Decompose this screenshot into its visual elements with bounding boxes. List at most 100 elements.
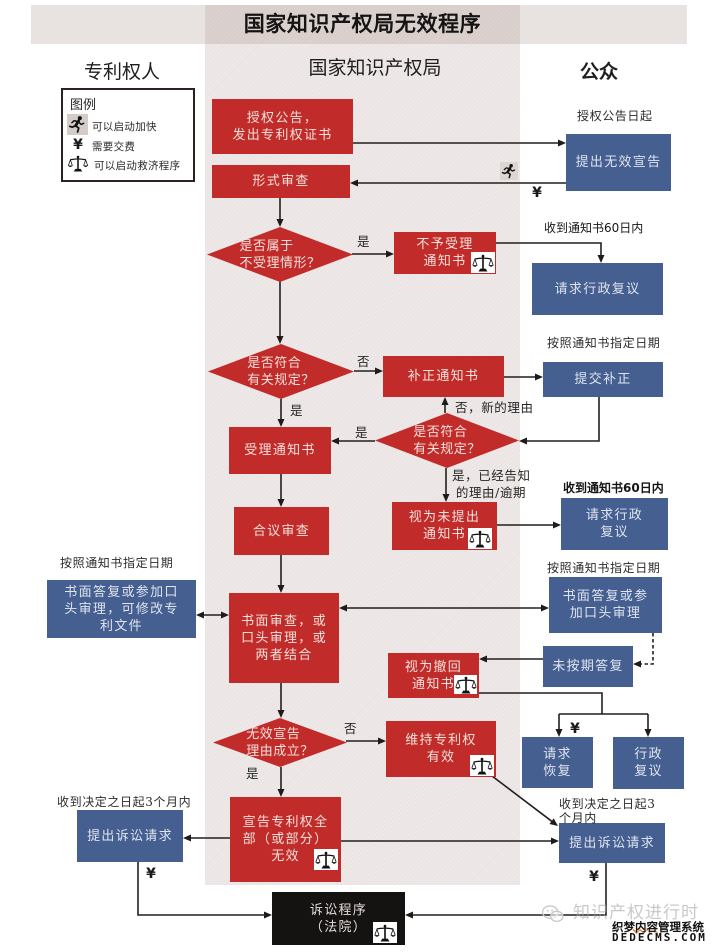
action-text-line: 加口头审理	[569, 606, 642, 621]
arrowhead	[196, 611, 204, 619]
time-limit-60-days-inadmissible: 收到通知书60日内	[544, 221, 644, 235]
action-text-line: 恢复	[543, 763, 572, 779]
connector-public-lawsuit-to-court	[405, 863, 607, 919]
watermark-flourish	[632, 928, 659, 935]
time-limit-patentee-lawsuit-deadline: 收到决定之日起3个月内	[57, 795, 192, 809]
action-text-line: 提出无效宣告	[575, 155, 662, 170]
scales-icon	[314, 849, 338, 870]
step-formal-examination: 形式审查	[212, 165, 350, 198]
connector-invalidation-request-to-formal-exam	[350, 179, 566, 187]
step-text-line: 视为未提出	[408, 510, 481, 525]
connector-no-timely-reply-to-deemed-withdrawn	[479, 655, 543, 663]
step-text-line: 通知书	[423, 254, 467, 269]
legend-label-remedy: 可以启动救济程序	[94, 160, 181, 172]
connector-deemed-not-filed-to-admin-review	[497, 521, 561, 529]
arrowhead	[405, 911, 413, 919]
connector-line-dashed	[636, 633, 654, 665]
time-limit-from-grant-date: 授权公告日起	[577, 109, 653, 123]
connector-grounds-check-to-maintain-valid	[346, 737, 386, 745]
arrowhead	[597, 255, 605, 263]
branch-label-recheck-yes-notified-or-late: 是，已经告知 的理由/逾期	[452, 467, 530, 501]
action-request-restoration: 请求 恢复	[522, 737, 593, 788]
connector-grounds-check-to-declare-invalid	[277, 767, 285, 797]
scales-icon	[373, 922, 397, 943]
arrowhead	[183, 834, 191, 842]
step-text-line: 有效	[426, 750, 456, 765]
arrowhead	[541, 604, 549, 612]
branch-label-grounds-no: 否	[344, 721, 358, 736]
branch-text-line: 的理由/逾期	[455, 485, 527, 500]
branch-label-requirements-yes: 是	[290, 403, 304, 418]
action-text-line: 提出诉讼请求	[87, 828, 173, 844]
step-deemed-not-filed-notice: 视为未提出 通知书	[392, 502, 497, 550]
decision-text: 是否属于 不受理情形？	[239, 238, 320, 272]
column-header-patentee: 专利权人	[83, 61, 160, 83]
step-text-line: 形式审查	[252, 174, 310, 189]
step-text-line: 补正通知书	[407, 369, 480, 384]
action-text-line: 未按期答复	[552, 659, 624, 674]
connector-collegial-exam-to-hearing	[277, 555, 285, 593]
step-text-line: 口头审理，或	[241, 630, 327, 646]
step-text-line: 部（或部分）	[242, 832, 329, 847]
yen-icon: ¥	[146, 866, 156, 882]
action-text-line: 书面答复或参	[562, 589, 649, 604]
decision-text: 是否符合 有关规定？	[247, 355, 315, 389]
arrowhead	[519, 437, 527, 445]
connector-recheck-to-acceptance-notice	[331, 437, 375, 445]
step-acceptance-notice: 受理通知书	[229, 427, 331, 474]
time-limit-patentee-response-deadline: 按照通知书指定日期	[60, 556, 174, 570]
yen-icon: ¥	[589, 869, 599, 885]
yen-icon: ¥	[73, 137, 83, 153]
time-limit-60-days-not-filed: 收到通知书60日内	[563, 481, 664, 495]
connector-acceptance-to-collegial-exam	[277, 474, 285, 507]
title-band	[31, 5, 687, 44]
arrowhead	[277, 789, 285, 797]
action-request-admin-review-not-filed: 请求行政 复议	[561, 498, 668, 550]
arrowhead	[276, 219, 284, 227]
decision-text-line: 无效宣告	[246, 726, 301, 742]
arrowhead	[549, 818, 558, 826]
step-text-line: 宣告专利权全	[242, 815, 329, 830]
arrowhead	[535, 373, 543, 381]
action-public-file-lawsuit: 提出诉讼请求	[559, 823, 665, 863]
step-text-line: 不予受理	[416, 237, 474, 252]
connector-submit-correction-to-recheck	[519, 397, 600, 445]
connector-correction-notice-to-submit-correction	[504, 373, 543, 381]
connector-formal-exam-to-inadmissible-check	[276, 198, 284, 227]
scales-icon	[66, 155, 90, 172]
action-text-line: 提交补正	[574, 372, 632, 387]
watermark-cms-name: 织梦内容管理系统	[612, 920, 704, 934]
step-text-line: 无效	[271, 849, 300, 864]
connector-declare-invalid-to-patentee-lawsuit	[183, 834, 230, 842]
step-deemed-withdrawn-notice: 视为撤回 通知书	[388, 653, 479, 698]
scales-icon	[471, 252, 495, 273]
decision-text-line: 理由成立？	[246, 743, 314, 759]
connector-grant-to-invalidation-request	[353, 139, 566, 147]
connector-declare-invalid-to-public-lawsuit	[341, 837, 559, 845]
runner-icon	[67, 114, 88, 135]
runner-glyph	[501, 164, 516, 179]
arrowhead	[558, 139, 566, 147]
arrowhead	[331, 437, 339, 445]
connector-recheck-to-deemed-not-filed	[442, 468, 450, 502]
connector-requirements-check-to-correction-notice	[354, 367, 383, 375]
decision-text-line: 有关规定？	[413, 441, 481, 457]
arrowhead	[221, 611, 229, 619]
legend: 图例 可以启动加快 ¥ 需要交费 可以启动救济程序	[61, 88, 195, 182]
action-text-line: 请求行政	[585, 508, 644, 523]
action-patentee-file-lawsuit: 提出诉讼请求	[77, 810, 183, 862]
connector-requirements-check-to-acceptance-notice	[277, 399, 285, 427]
runner-glyph	[69, 116, 85, 134]
action-text-line: 行政	[634, 747, 663, 762]
step-text-line: 维持专利权	[405, 733, 477, 748]
action-patentee-written-or-oral-response: 书面答复或参加口 头审理，可修改专 利文件	[47, 580, 196, 638]
action-file-invalidation-request: 提出无效宣告	[566, 134, 671, 191]
action-text-line: 请求	[543, 746, 572, 762]
arrowhead	[555, 729, 563, 737]
watermark-cms-domain: DEDECMS.COM	[612, 930, 707, 944]
step-correction-notice: 补正通知书	[383, 356, 504, 397]
connector-hearing-public-response-bidirectional	[339, 604, 549, 612]
time-limit-public-lawsuit-deadline: 收到决定之日起3 个月内	[559, 797, 655, 825]
step-text-line: 受理通知书	[244, 443, 316, 458]
arrowhead	[442, 494, 450, 502]
